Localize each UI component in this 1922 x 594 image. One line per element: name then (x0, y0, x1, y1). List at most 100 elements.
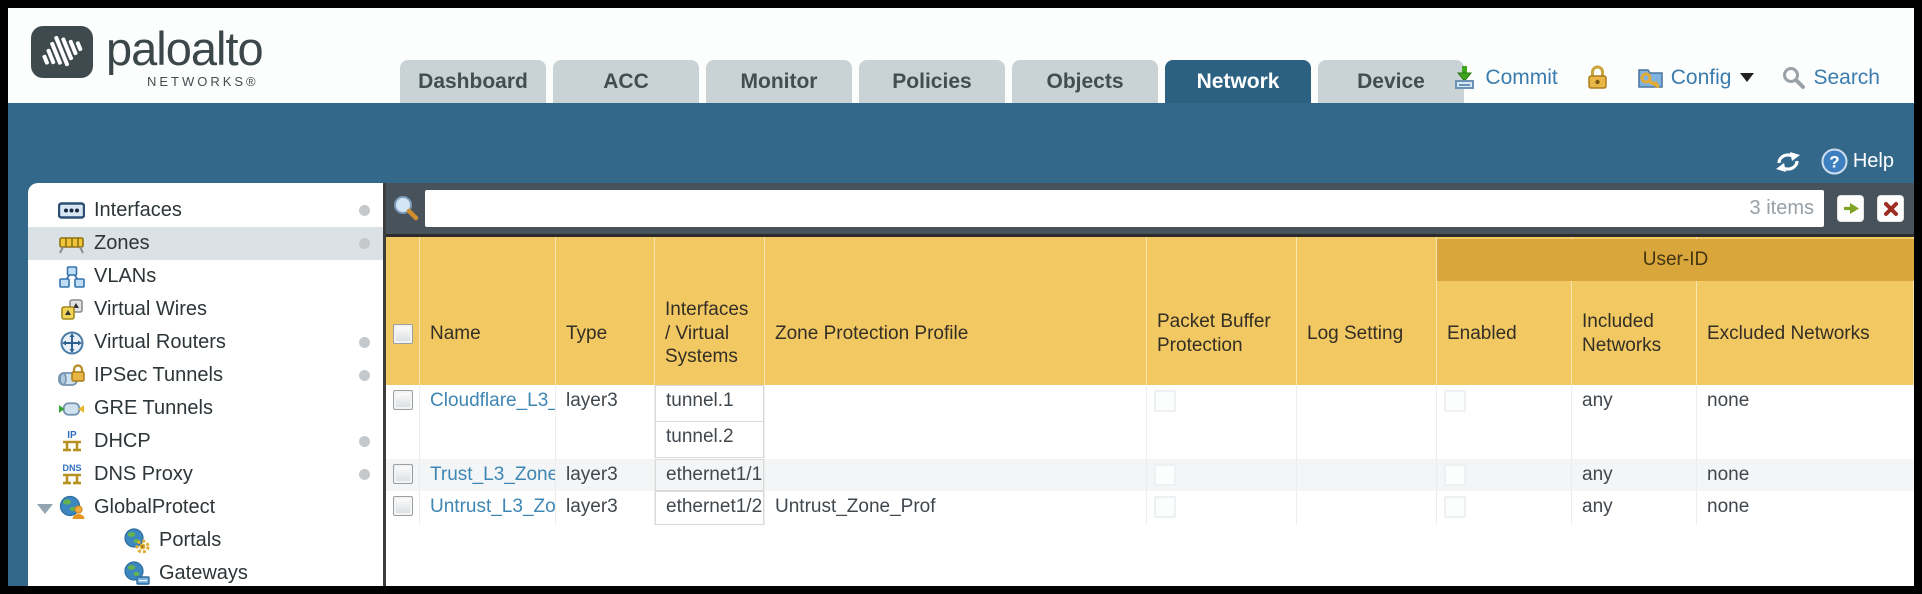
zone-link[interactable]: Cloudflare_L3_Zone (430, 390, 555, 411)
sidebar-item-zones[interactable]: Zones (28, 227, 383, 260)
sidebar-item-dhcp[interactable]: IP DHCP (28, 425, 383, 458)
search-label: Search (1813, 65, 1880, 89)
row-checkbox[interactable] (393, 464, 413, 484)
lock-icon[interactable] (1586, 64, 1609, 91)
zone-link[interactable]: Untrust_L3_Zone (430, 496, 556, 517)
table-header: Name Type Interfaces / Virtual Systems Z… (386, 237, 1914, 385)
status-dot (359, 436, 370, 447)
sidebar-item-label: Gateways (159, 562, 248, 584)
main-nav-tabs: Dashboard ACC Monitor Policies Objects N… (400, 60, 1464, 103)
col-header-zone-protection[interactable]: Zone Protection Profile (765, 237, 1147, 385)
sidebar-item-globalprotect[interactable]: GlobalProtect (28, 491, 383, 524)
sidebar-item-label: Virtual Routers (94, 331, 226, 353)
col-header-type[interactable]: Type (556, 237, 655, 385)
zone-interfaces-cell: tunnel.1 tunnel.2 (655, 385, 765, 459)
status-dot (359, 337, 370, 348)
virtual-routers-icon (58, 330, 85, 356)
zone-type-cell: layer3 (556, 491, 655, 525)
zone-protection-cell: Untrust_Zone_Prof (765, 491, 1147, 525)
select-all-checkbox[interactable] (393, 323, 413, 344)
zone-type-cell: layer3 (556, 459, 655, 491)
enabled-checkbox[interactable] (1444, 496, 1466, 518)
col-header-included-networks[interactable]: Included Networks (1572, 237, 1697, 385)
svg-text:IP: IP (67, 430, 77, 441)
commit-button[interactable]: Commit (1451, 64, 1558, 91)
sidebar-item-interfaces[interactable]: Interfaces (28, 194, 383, 227)
zone-protection-cell (765, 459, 1147, 491)
clear-filter-button[interactable] (1877, 195, 1904, 222)
sidebar-item-label: GRE Tunnels (94, 397, 213, 419)
svg-text:DNS: DNS (62, 463, 81, 473)
sidebar-item-ipsec-tunnels[interactable]: IPSec Tunnels (28, 359, 383, 392)
brand-wordmark: paloalto NETWORKS® (106, 24, 264, 90)
utility-bar: Commit Config (1451, 64, 1880, 91)
paloalto-logo-icon (31, 26, 93, 78)
zone-name-cell: Trust_L3_Zone (420, 459, 556, 491)
brand-logo: paloalto NETWORKS® (30, 24, 264, 90)
sidebar-item-gateways[interactable]: Gateways (28, 557, 383, 586)
col-header-name[interactable]: Name (420, 237, 556, 385)
user-id-enabled-cell (1437, 491, 1572, 525)
log-setting-cell (1297, 459, 1437, 491)
global-search-button[interactable]: Search (1782, 66, 1880, 90)
sidebar-item-dns-proxy[interactable]: DNS DNS Proxy (28, 458, 383, 491)
help-button[interactable]: ? Help (1821, 148, 1894, 175)
sidebar-item-virtual-routers[interactable]: Virtual Routers (28, 326, 383, 359)
gateways-icon (123, 560, 150, 587)
row-checkbox[interactable] (393, 496, 413, 516)
sidebar-item-virtual-wires[interactable]: Virtual Wires (28, 293, 383, 326)
tab-acc[interactable]: ACC (553, 60, 699, 103)
commit-icon (1455, 66, 1475, 89)
sidebar-item-label: IPSec Tunnels (94, 364, 223, 386)
col-header-enabled[interactable]: Enabled (1437, 237, 1572, 385)
brand-networks: NETWORKS® (146, 74, 259, 89)
filter-input[interactable] (425, 197, 1750, 220)
green-arrow-icon (1843, 203, 1859, 214)
packet-buffer-checkbox[interactable] (1154, 496, 1176, 518)
zones-icon (58, 231, 85, 257)
packet-buffer-checkbox[interactable] (1154, 464, 1176, 486)
zone-link[interactable]: Trust_L3_Zone (430, 464, 556, 485)
interface-entry: ethernet1/2 (655, 491, 764, 525)
tab-policies[interactable]: Policies (859, 60, 1005, 103)
zone-interfaces-cell: ethernet1/1 (655, 459, 765, 491)
col-header-packet-buffer[interactable]: Packet Buffer Protection (1147, 237, 1297, 385)
gre-tunnels-icon (58, 396, 85, 422)
interface-entry: ethernet1/1 (655, 459, 764, 491)
sidebar-item-label: Interfaces (94, 199, 182, 221)
red-x-icon (1883, 201, 1898, 216)
col-header-interfaces[interactable]: Interfaces / Virtual Systems (655, 237, 765, 385)
col-header-excluded-networks[interactable]: Excluded Networks (1697, 237, 1914, 385)
tab-device[interactable]: Device (1318, 60, 1464, 103)
packet-buffer-checkbox[interactable] (1154, 390, 1176, 412)
config-label: Config (1670, 65, 1732, 89)
vlans-icon (58, 264, 85, 290)
user-id-group-header: User-ID (1437, 239, 1914, 281)
apply-filter-button[interactable] (1837, 195, 1864, 222)
tab-objects[interactable]: Objects (1012, 60, 1158, 103)
sidebar-item-vlans[interactable]: VLANs (28, 260, 383, 293)
app-window: paloalto NETWORKS® Dashboard ACC Monitor… (8, 8, 1914, 586)
sidebar-item-label: Zones (94, 232, 150, 254)
enabled-checkbox[interactable] (1444, 390, 1466, 412)
sidebar-item-gre-tunnels[interactable]: GRE Tunnels (28, 392, 383, 425)
sidebar-item-portals[interactable]: Portals (28, 524, 383, 557)
log-setting-cell (1297, 491, 1437, 525)
log-setting-cell (1297, 385, 1437, 459)
expand-arrow-icon[interactable] (37, 504, 53, 514)
tab-monitor[interactable]: Monitor (706, 60, 852, 103)
row-checkbox[interactable] (393, 390, 413, 410)
refresh-icon[interactable] (1773, 150, 1803, 174)
tab-dashboard[interactable]: Dashboard (400, 60, 546, 103)
packet-buffer-cell (1147, 459, 1297, 491)
config-menu-button[interactable]: Config (1637, 64, 1755, 91)
interface-entry: tunnel.1 (655, 385, 764, 422)
col-header-log-setting[interactable]: Log Setting (1297, 237, 1437, 385)
enabled-checkbox[interactable] (1444, 464, 1466, 486)
sidebar-item-label: DNS Proxy (94, 463, 193, 485)
portals-icon (123, 527, 150, 554)
commit-label: Commit (1485, 65, 1558, 89)
zone-interfaces-cell: ethernet1/2 (655, 491, 765, 525)
tab-network[interactable]: Network (1165, 60, 1311, 103)
